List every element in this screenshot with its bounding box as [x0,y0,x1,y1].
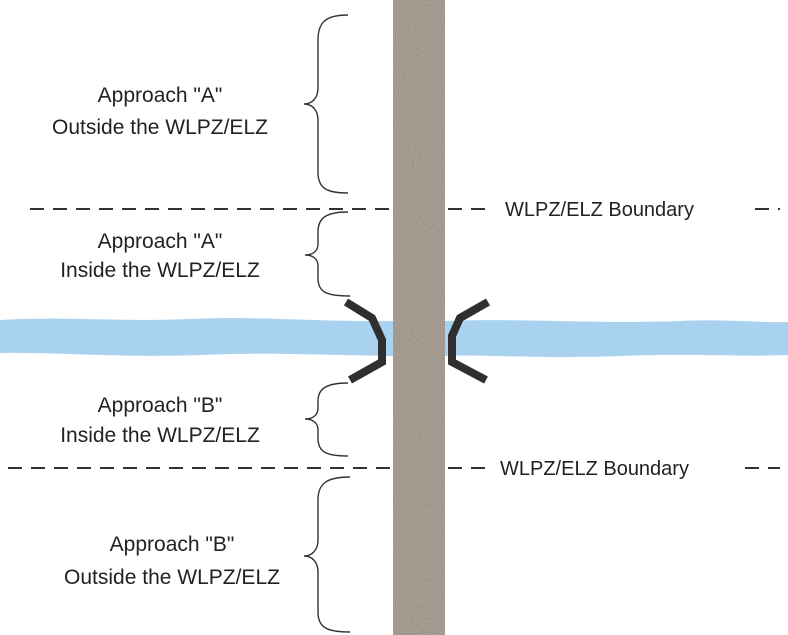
label-approach-a-inside: Approach "A" Inside the WLPZ/ELZ [60,230,260,282]
boundary-label-upper: WLPZ/ELZ Boundary [505,199,694,221]
brace-approach-b-outside [303,476,351,633]
brace-approach-b-inside [304,382,349,457]
svg-text:Approach "B": Approach "B" [110,533,235,556]
brace-approach-a-inside [304,211,351,297]
svg-text:Approach "A": Approach "A" [98,230,223,253]
svg-text:Approach "B": Approach "B" [98,394,223,417]
svg-text:Outside the WLPZ/ELZ: Outside the WLPZ/ELZ [52,116,268,139]
crossing-left-bracket [343,298,386,384]
crossing-right-bracket [448,298,490,384]
label-approach-b-outside: Approach "B" Outside the WLPZ/ELZ [64,533,280,589]
label-approach-a-outside: Approach "A" Outside the WLPZ/ELZ [52,84,268,139]
brace-approach-a-outside [303,14,349,194]
svg-text:Inside the WLPZ/ELZ: Inside the WLPZ/ELZ [60,424,260,447]
road [393,0,445,635]
label-approach-b-inside: Approach "B" Inside the WLPZ/ELZ [60,394,260,447]
boundary-label-lower: WLPZ/ELZ Boundary [500,458,689,480]
svg-text:Approach "A": Approach "A" [98,84,223,107]
svg-text:Inside the WLPZ/ELZ: Inside the WLPZ/ELZ [60,259,260,282]
svg-text:Outside the WLPZ/ELZ: Outside the WLPZ/ELZ [64,566,280,589]
